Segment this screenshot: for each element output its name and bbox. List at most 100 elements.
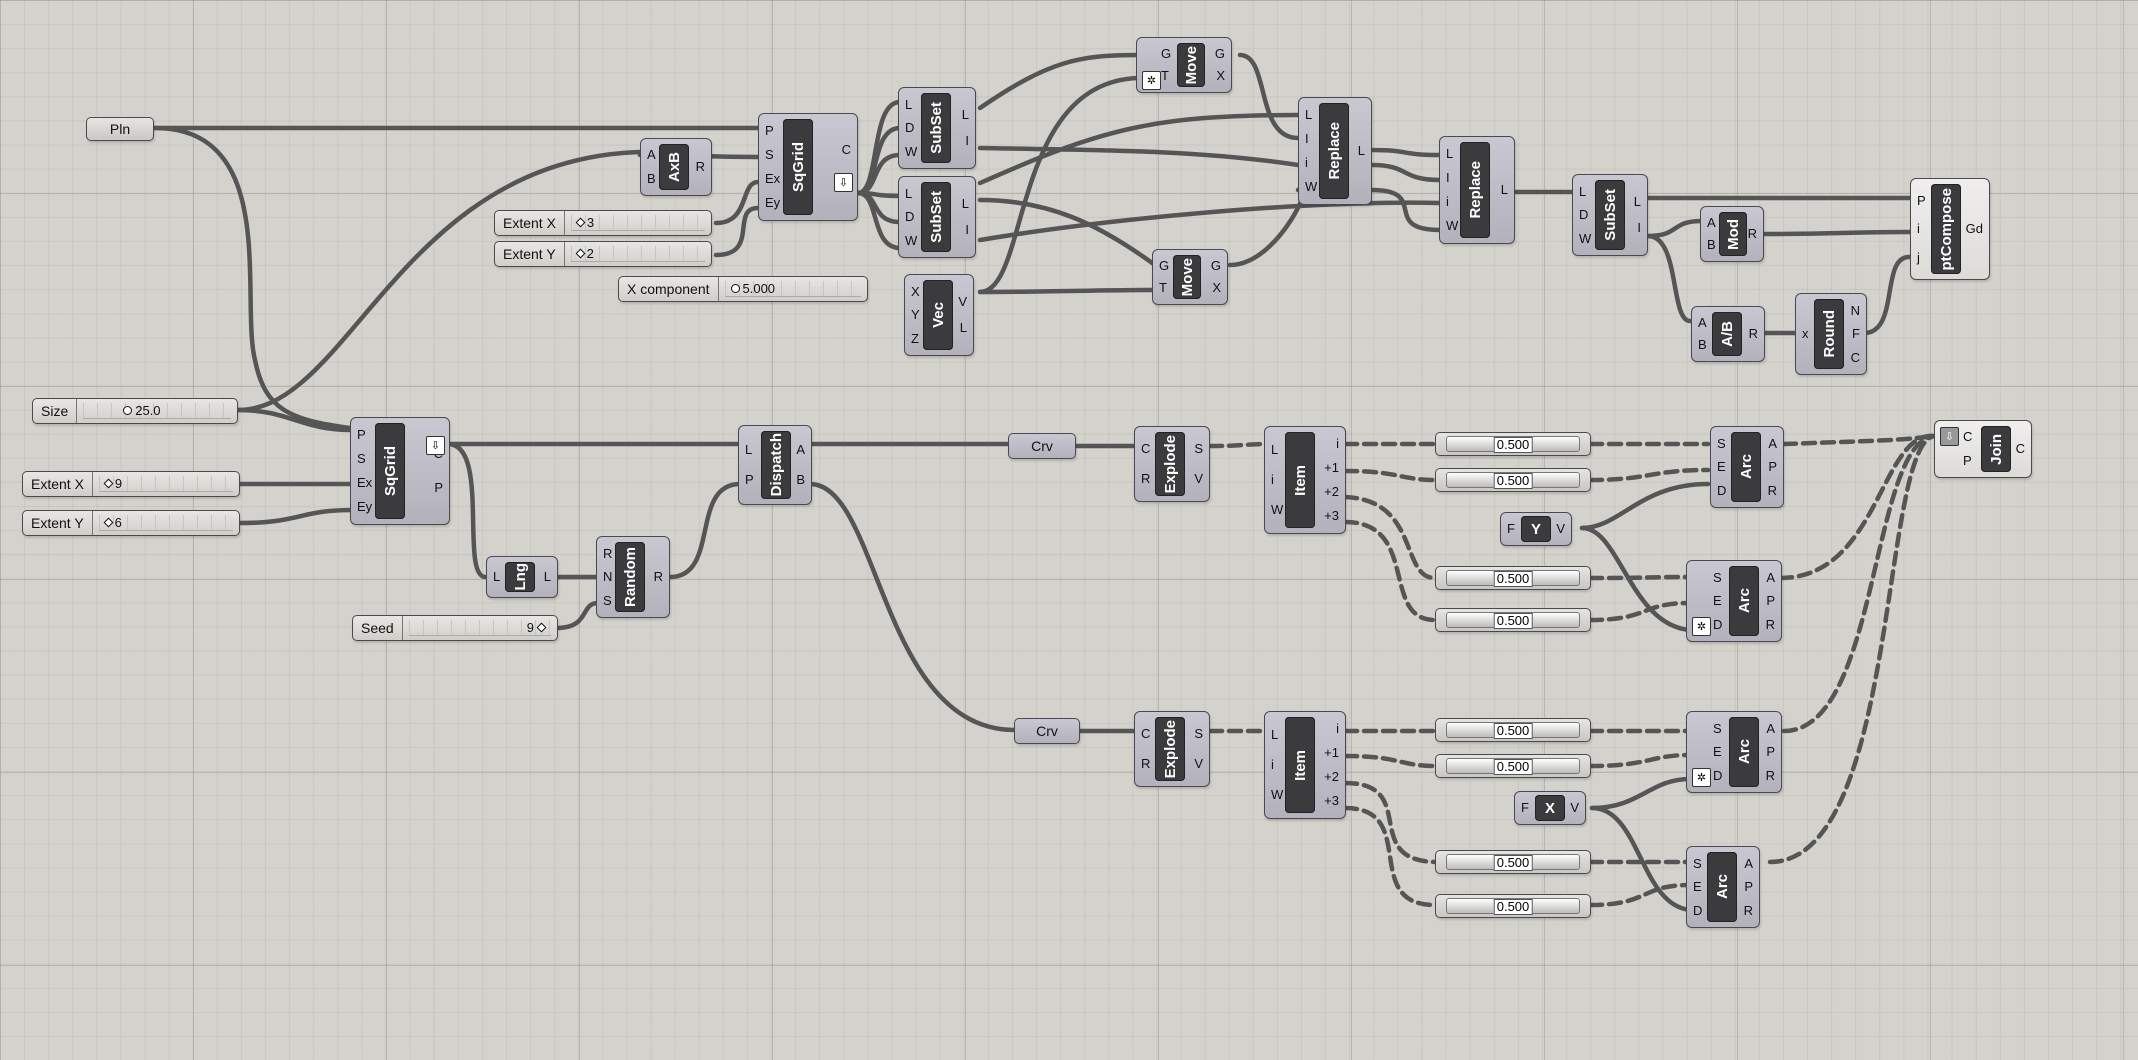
port[interactable]: Ex: [357, 475, 373, 490]
port[interactable]: S: [1194, 441, 1203, 457]
port[interactable]: R: [1141, 755, 1151, 771]
port[interactable]: A: [796, 441, 805, 457]
port[interactable]: D: [1579, 207, 1589, 222]
seed-slider[interactable]: Seed 9: [352, 615, 558, 641]
port[interactable]: P: [357, 427, 366, 442]
port[interactable]: R: [1765, 767, 1775, 783]
port[interactable]: V: [1194, 470, 1203, 486]
port[interactable]: A: [647, 147, 656, 163]
port[interactable]: P: [1768, 459, 1777, 474]
port[interactable]: L: [1579, 183, 1587, 199]
port[interactable]: L: [961, 196, 969, 211]
port[interactable]: B: [1707, 237, 1716, 253]
port[interactable]: R: [1141, 470, 1151, 486]
port[interactable]: I: [1637, 220, 1641, 235]
port[interactable]: i: [1271, 757, 1274, 772]
crv-param-1[interactable]: Crv: [1008, 433, 1076, 459]
port[interactable]: I: [965, 133, 969, 148]
port[interactable]: S: [1713, 569, 1722, 585]
port[interactable]: L: [745, 441, 753, 457]
port[interactable]: W: [1305, 179, 1318, 194]
size-slider[interactable]: Size 25.0: [32, 398, 238, 424]
port[interactable]: L: [1633, 194, 1641, 209]
port[interactable]: i: [1305, 155, 1308, 170]
port[interactable]: L: [959, 320, 967, 335]
port[interactable]: W: [1271, 502, 1284, 517]
port[interactable]: R: [695, 159, 705, 174]
port[interactable]: X: [911, 283, 920, 299]
port[interactable]: A: [1766, 569, 1775, 585]
port[interactable]: A: [1744, 855, 1753, 871]
port[interactable]: P: [434, 479, 443, 495]
extent-x-slider-top[interactable]: Extent X 3: [494, 210, 712, 236]
port[interactable]: Ey: [765, 195, 781, 210]
port[interactable]: D: [1713, 616, 1723, 632]
port[interactable]: L: [905, 96, 913, 112]
port[interactable]: V: [1570, 800, 1579, 815]
port[interactable]: B: [1698, 337, 1707, 353]
port[interactable]: L: [1446, 146, 1454, 161]
port[interactable]: D: [1713, 767, 1723, 783]
port[interactable]: R: [1748, 326, 1758, 341]
port[interactable]: C: [1141, 726, 1151, 742]
port[interactable]: j: [1917, 249, 1920, 265]
lng-component[interactable]: L Lng L: [486, 556, 558, 598]
extent-y-slider-bottom[interactable]: Extent Y 6: [22, 510, 240, 536]
port[interactable]: S: [1194, 726, 1203, 742]
port[interactable]: +2: [1324, 769, 1339, 784]
port[interactable]: E: [1693, 879, 1702, 894]
port[interactable]: P: [1766, 744, 1775, 759]
port[interactable]: A: [1707, 214, 1716, 230]
port[interactable]: i: [1336, 436, 1339, 451]
port[interactable]: S: [1693, 855, 1702, 871]
port[interactable]: F: [1507, 521, 1515, 536]
port[interactable]: P: [1917, 192, 1926, 208]
port[interactable]: L: [1271, 442, 1279, 457]
port[interactable]: D: [905, 120, 915, 135]
port[interactable]: G: [1210, 257, 1221, 273]
number-slider[interactable]: 0.500: [1435, 718, 1591, 742]
number-slider[interactable]: 0.500: [1435, 566, 1591, 590]
port[interactable]: Y: [911, 307, 920, 322]
pln-param[interactable]: Pln: [86, 117, 154, 141]
port[interactable]: N: [603, 569, 613, 584]
port[interactable]: C: [1963, 429, 1973, 445]
port[interactable]: C: [1850, 349, 1860, 365]
number-slider[interactable]: 0.500: [1435, 432, 1591, 456]
port[interactable]: D: [1693, 902, 1703, 918]
port[interactable]: Ex: [765, 171, 781, 186]
port[interactable]: C: [2015, 441, 2025, 456]
y-component[interactable]: F Y V: [1500, 512, 1572, 546]
port[interactable]: W: [905, 143, 918, 159]
number-slider[interactable]: 0.500: [1435, 894, 1591, 918]
port[interactable]: A: [1698, 314, 1707, 330]
port[interactable]: P: [745, 472, 754, 488]
port[interactable]: W: [905, 232, 918, 248]
port[interactable]: S: [1717, 435, 1726, 451]
port[interactable]: +3: [1324, 508, 1339, 523]
port[interactable]: L: [543, 569, 551, 584]
port[interactable]: F: [1852, 326, 1860, 341]
port[interactable]: P: [1744, 879, 1753, 894]
port[interactable]: i: [1917, 221, 1920, 236]
port[interactable]: L: [1357, 143, 1365, 158]
port[interactable]: G: [1214, 45, 1225, 61]
port[interactable]: W: [1271, 787, 1284, 802]
x-component-slider[interactable]: X component 5.000: [618, 276, 868, 302]
port[interactable]: P: [765, 123, 774, 138]
port[interactable]: Gd: [1965, 221, 1983, 236]
number-slider[interactable]: 0.500: [1435, 608, 1591, 632]
